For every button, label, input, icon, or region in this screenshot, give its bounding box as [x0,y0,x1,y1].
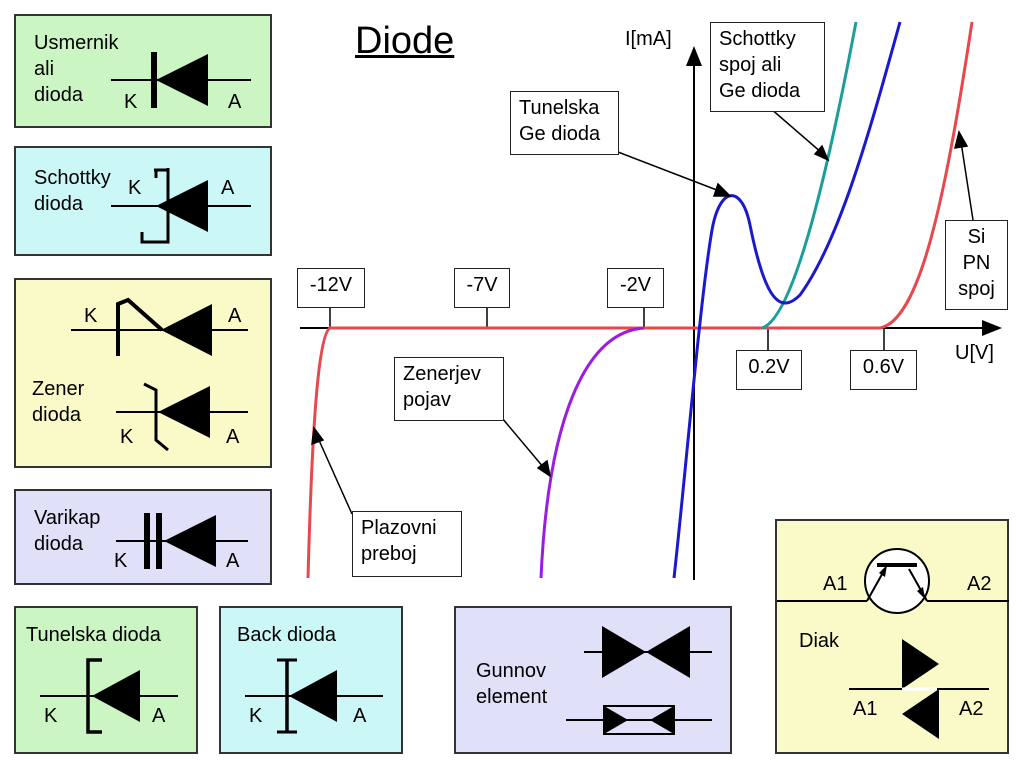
label-zenerjev-pojav: Zenerjev pojav [394,357,504,421]
symbol-box-varikap: Varikap dioda K A [14,489,272,585]
arrow-si-head-icon [953,130,969,149]
label-tunelska-ge-dioda: Tunelska Ge dioda [510,91,619,155]
tunnel-diode-symbol-icon [40,658,178,734]
label-k: K [249,705,263,727]
voltage-label-7v: -7V [454,268,510,308]
symbol-name-varikap: Varikap dioda [34,507,101,555]
symbol-name-gunn: Gunnov element [476,660,548,708]
label-k: K [124,91,138,113]
label-si-pn-spoj: Si PN spoj [945,220,1008,310]
symbol-name-diak: Diak [799,630,840,652]
symbol-box-diak: A1 A2 Diak A1 A2 [775,519,1009,754]
symbol-box-tunelska: Tunelska dioda K A [14,606,198,754]
arrow-zener-head-icon [536,459,552,478]
label-a2-bottom: A2 [959,698,984,720]
label-a: A [228,91,242,113]
y-axis-label: I[mA] [625,28,672,50]
schottky-diode-symbol-icon [111,168,251,244]
label-k: K [114,550,128,572]
zener-curve [539,326,645,579]
symbol-name-zener: Zener dioda [32,378,85,426]
label-a2-top: A2 [967,573,992,595]
arrow-plazovni-head-icon [311,426,325,446]
label-a1-top: A1 [823,573,848,595]
back-diode-symbol-icon [245,658,383,734]
symbol-name-schottky: Schottky dioda [34,167,111,215]
label-a: A [353,705,367,727]
label-k: K [128,177,142,199]
si-pn-curve [306,21,974,579]
label-a: A [221,177,235,199]
label-a: A [226,550,240,572]
x-axis-label: U[V] [955,342,994,364]
tunnel-diode-curve [672,21,902,579]
symbol-name-tunelska: Tunelska dioda [26,624,161,646]
symbol-name-back: Back dioda [237,624,336,646]
diac-symbol-icon [777,548,1009,739]
schottky-curve [761,21,858,330]
voltage-label-02v: 0.2V [736,350,802,390]
symbol-box-back: Back dioda K A [219,606,403,754]
arrow-tunelska-head-icon [712,182,732,197]
label-a: A [226,426,240,448]
voltage-label-06v: 0.6V [850,350,917,390]
voltage-label-12v: -12V [297,268,365,308]
label-a1-bottom: A1 [853,698,878,720]
gunn-element-symbol-icon [566,626,712,735]
symbol-box-schottky: Schottky dioda K A [14,146,272,256]
voltage-label-2v: -2V [607,268,664,308]
symbol-name-usmernik: Usmernik ali dioda [34,32,119,106]
arrow-plazovni [317,437,353,515]
y-axis-arrow-icon [686,46,702,66]
symbol-box-gunn: Gunnov element [454,606,732,754]
varicap-diode-symbol-icon [116,513,248,569]
symbol-box-zener: K A Zener dioda K A [14,278,272,468]
label-k: K [120,426,134,448]
zener-diode-symbol-icon [71,297,248,452]
arrow-si [960,141,974,221]
arrow-schottky [769,107,823,154]
label-a: A [228,305,242,327]
page-title: Diode [355,20,455,62]
label-schottky-ge-dioda: Schottky spoj ali Ge dioda [710,22,825,112]
x-axis-arrow-icon [982,320,1002,336]
arrow-zener [501,417,545,469]
arrow-tunelska [617,151,723,193]
label-k: K [84,305,98,327]
label-a: A [152,705,166,727]
label-plazovni-preboj: Plazovni preboj [352,511,462,577]
arrow-schottky-head-icon [813,144,830,162]
symbol-box-usmernik: Usmernik ali dioda K A [14,14,272,128]
rectifier-diode-symbol-icon [111,52,251,108]
label-k: K [44,705,58,727]
